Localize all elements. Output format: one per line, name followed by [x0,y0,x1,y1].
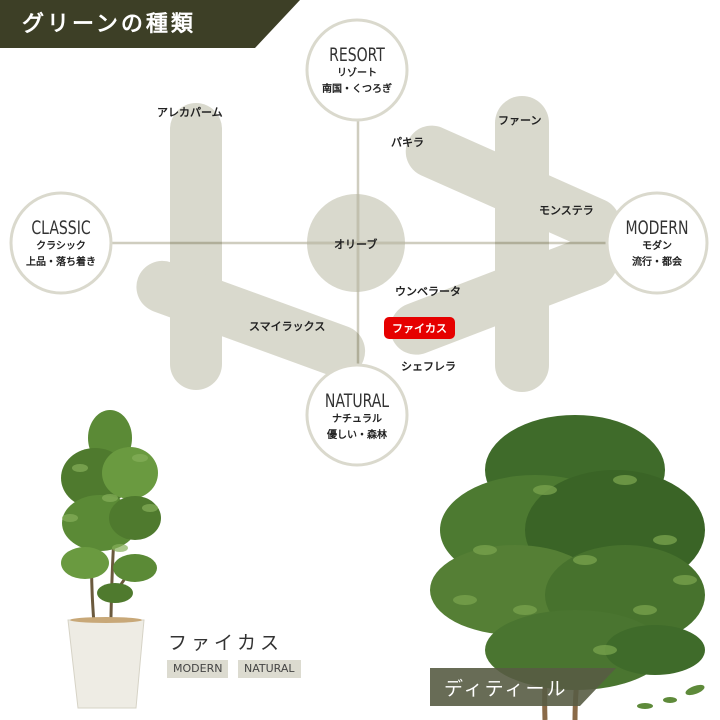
header-banner: グリーンの種類 [0,0,300,48]
category-jp-label: リゾート [337,68,377,79]
pill-pachira [405,125,621,250]
page-title: グリーンの種類 [22,11,196,37]
category-circle-natural [305,363,409,467]
center-label-olive: オリーブ [334,238,378,251]
detail-label-text: ディティール [444,678,568,700]
plant-label-pachira: パキラ [391,136,424,149]
plant-label-fern: ファーン [498,114,542,127]
category-natural: NATURAL ナチュラル 優しい・森林 [302,390,412,444]
ficus-detail-image [430,415,705,720]
product-name: ファイカス [168,632,284,654]
category-resort: RESORT リゾート 南国・くつろぎ [302,44,412,98]
category-en-label: RESORT [329,44,385,66]
tag-natural: NATURAL [238,660,301,678]
pill-areca [170,103,222,390]
tag-modern: MODERN [167,660,229,678]
category-en-label: NATURAL [324,390,390,412]
category-desc: 上品・落ち着き [26,257,96,268]
category-desc: 流行・都会 [632,257,682,268]
plant-label-monstera: モンステラ [539,204,594,217]
category-jp-label: モダン [642,241,672,252]
category-circle-resort [305,18,409,122]
category-circle-classic [9,191,113,295]
plant-label-areca: アレカパーム [157,106,223,119]
detail-banner-shape [430,668,616,706]
pill-smilax [136,260,366,378]
plant-label-schefflera: シェフレラ [401,360,456,373]
ficus-potted-plant-image [61,410,161,709]
category-en-label: MODERN [625,217,689,239]
plant-label-ficus-highlighted: ファイカス [384,317,455,339]
detail-label-banner: ディティール [430,668,616,706]
category-jp-label: クラシック [36,241,86,252]
plant-label-umbellata: ウンベラータ [395,285,461,298]
category-desc: 南国・くつろぎ [322,84,392,95]
category-classic: CLASSIC クラシック 上品・落ち着き [6,217,116,271]
banner-shape [0,0,300,48]
category-modern: MODERN モダン 流行・都会 [602,217,712,271]
category-en-label: CLASSIC [31,217,91,239]
pill-fern [495,96,549,392]
category-jp-label: ナチュラル [332,414,382,425]
category-circle-modern [605,191,709,295]
category-desc: 優しい・森林 [327,430,387,441]
plant-label-smilax: スマイラックス [249,320,326,333]
